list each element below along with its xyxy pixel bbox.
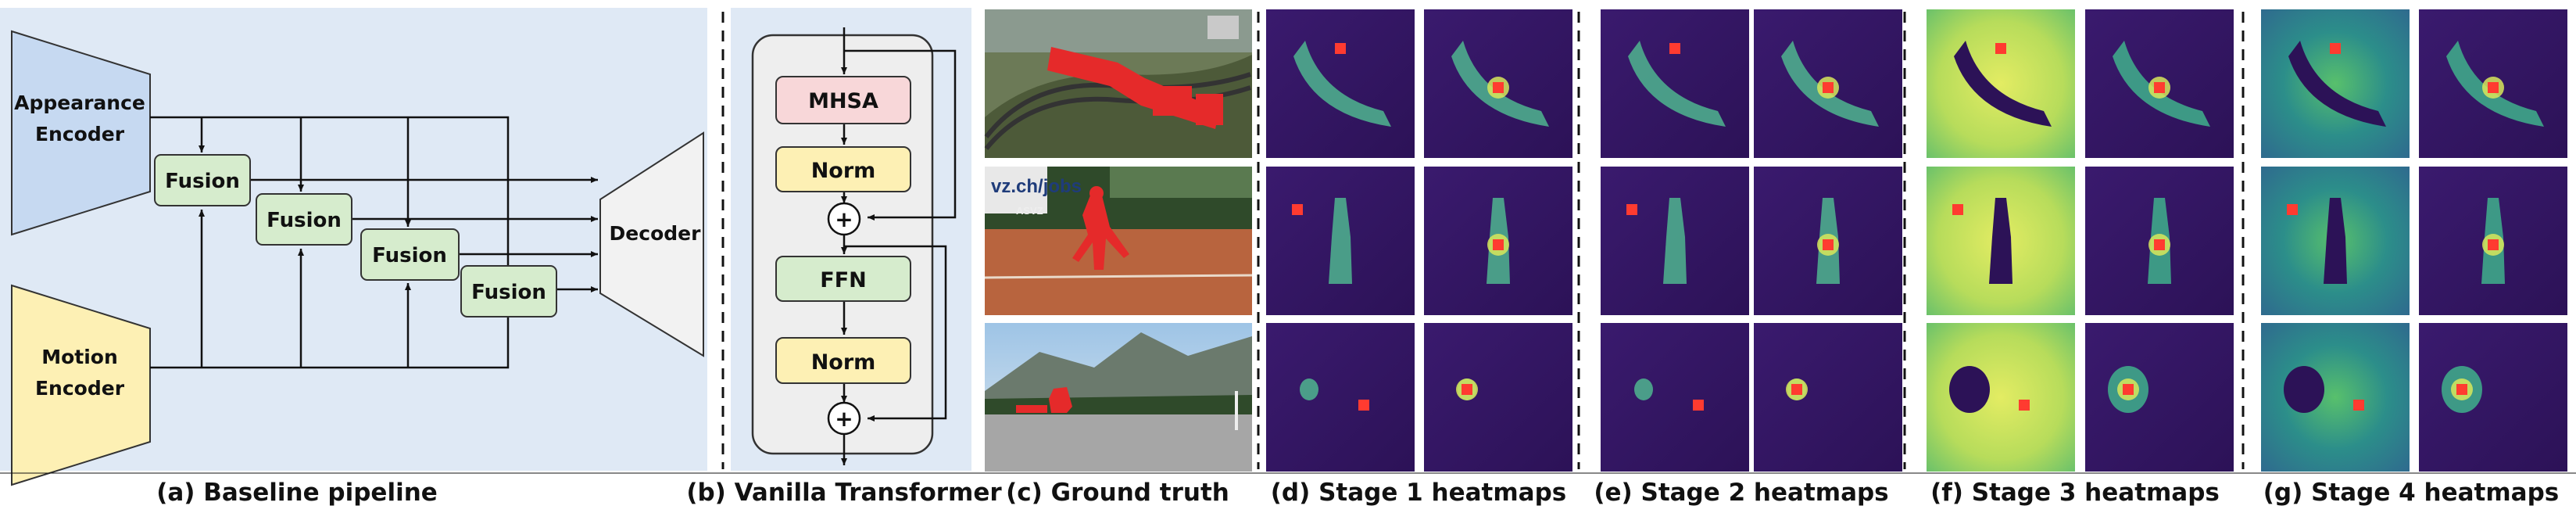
- heatmap-tile: [2085, 9, 2234, 158]
- heatmap-tile: [2085, 167, 2234, 315]
- fusion-block-3: Fusion: [360, 228, 460, 281]
- query-point-marker: [2019, 400, 2030, 411]
- fusion-label: Fusion: [372, 244, 447, 267]
- appearance-encoder-block: [11, 30, 151, 236]
- caption-b: (b) Vanilla Transformer: [686, 479, 1002, 507]
- sign-text: vz.ch/jobs: [991, 176, 1082, 197]
- heatmap-tile: [1927, 9, 2075, 158]
- query-point-marker: [2488, 82, 2499, 93]
- query-point-marker: [1791, 384, 1802, 395]
- fusion-label: Fusion: [165, 170, 240, 193]
- caption-a: (a) Baseline pipeline: [156, 479, 438, 507]
- query-point-marker: [1823, 82, 1834, 93]
- motion-encoder-block: [11, 284, 151, 486]
- query-point-marker: [2154, 82, 2165, 93]
- caption-d: (d) Stage 1 heatmaps: [1271, 479, 1566, 507]
- appearance-encoder-label-1: Appearance: [14, 91, 145, 114]
- decoder-label: Decoder: [610, 222, 702, 245]
- photo-train: [984, 9, 1252, 158]
- query-point-marker: [2287, 204, 2298, 215]
- heatmap-tile: [1601, 323, 1749, 472]
- panel-a-baseline-pipeline: Appearance Encoder Motion Encoder Decode…: [0, 8, 707, 507]
- norm-block-2: Norm: [775, 337, 911, 384]
- heatmap-tile: [1927, 167, 2075, 315]
- fusion-block-2: Fusion: [256, 193, 352, 246]
- query-point-marker: [1693, 400, 1704, 411]
- query-point-marker: [1462, 384, 1472, 395]
- query-point-marker: [1669, 43, 1680, 54]
- fusion-label: Fusion: [471, 281, 546, 304]
- motion-encoder-label-2: Encoder: [35, 377, 125, 400]
- query-point-marker: [1493, 82, 1504, 93]
- heatmap-tile: [2261, 9, 2410, 158]
- query-point-marker: [2330, 43, 2341, 54]
- heatmap-tile: [2261, 323, 2410, 472]
- photo-tennis: vz.ch/jobs ASVZ: [984, 167, 1253, 315]
- add-node-1: +: [827, 202, 861, 236]
- heatmap-tile: [1424, 323, 1572, 472]
- heatmap-tile: [2419, 167, 2567, 315]
- caption-f: (f) Stage 3 heatmaps: [1930, 479, 2220, 507]
- panel-c-ground-truth: vz.ch/jobs ASVZ (c) Ground truth: [984, 9, 1253, 507]
- query-point-marker: [1358, 400, 1369, 411]
- heatmap-tile: [1266, 167, 1415, 315]
- mhsa-label: MHSA: [808, 89, 878, 113]
- caption-e: (e) Stage 2 heatmaps: [1594, 479, 1888, 507]
- motion-encoder-label-1: Motion: [41, 346, 118, 368]
- fusion-label: Fusion: [267, 209, 342, 232]
- mhsa-block: MHSA: [775, 76, 911, 124]
- query-point-marker: [1335, 43, 1346, 54]
- heatmap-tile: [1424, 167, 1572, 315]
- query-point-marker: [1952, 204, 1963, 215]
- query-point-marker: [1626, 204, 1637, 215]
- plus-label: +: [835, 206, 853, 232]
- ffn-block: FFN: [775, 256, 911, 302]
- heatmap-tile: [2419, 323, 2567, 472]
- heatmap-tile: [1601, 167, 1749, 315]
- heatmap-tile: [1424, 9, 1572, 158]
- heatmap-tile: [1927, 323, 2075, 472]
- query-point-marker: [1995, 43, 2006, 54]
- heatmap-tile: [2419, 9, 2567, 158]
- photo-road: [985, 323, 1252, 472]
- query-point-marker: [2353, 400, 2364, 411]
- norm-block-1: Norm: [775, 146, 911, 192]
- panel-a-connections: [150, 116, 598, 369]
- norm-label: Norm: [811, 350, 876, 375]
- norm-label: Norm: [811, 159, 876, 183]
- query-point-marker: [2154, 239, 2165, 250]
- heatmap-tile: [1754, 9, 1902, 158]
- panel-b-vanilla-transformer: MHSA Norm + FFN Norm + (b) Vanilla Trans…: [686, 8, 1002, 507]
- heatmap-tile: [2085, 323, 2234, 472]
- caption-g: (g) Stage 4 heatmaps: [2263, 479, 2559, 507]
- heatmap-tile: [1754, 167, 1902, 315]
- query-point-marker: [2123, 384, 2134, 395]
- sign-subtext: ASVZ: [1016, 205, 1043, 217]
- heatmap-grids: [1266, 9, 2567, 472]
- heatmap-tile: [1266, 323, 1415, 472]
- heatmap-tile: [1266, 9, 1415, 158]
- add-node-2: +: [827, 401, 861, 436]
- heatmap-tile: [1601, 9, 1749, 158]
- decoder-block: [599, 131, 704, 357]
- plus-label: +: [835, 406, 853, 432]
- query-point-marker: [2456, 384, 2467, 395]
- caption-c: (c) Ground truth: [1006, 479, 1229, 507]
- query-point-marker: [1292, 204, 1303, 215]
- heatmap-tile: [1754, 323, 1902, 472]
- panel-b-connections: [841, 27, 957, 465]
- query-point-marker: [1493, 239, 1504, 250]
- appearance-encoder-label-2: Encoder: [35, 123, 125, 145]
- ffn-label: FFN: [820, 268, 866, 292]
- fusion-block-4: Fusion: [460, 265, 557, 317]
- heatmap-tile: [2261, 167, 2410, 315]
- query-point-marker: [1823, 239, 1834, 250]
- query-point-marker: [2488, 239, 2499, 250]
- fusion-block-1: Fusion: [154, 154, 251, 206]
